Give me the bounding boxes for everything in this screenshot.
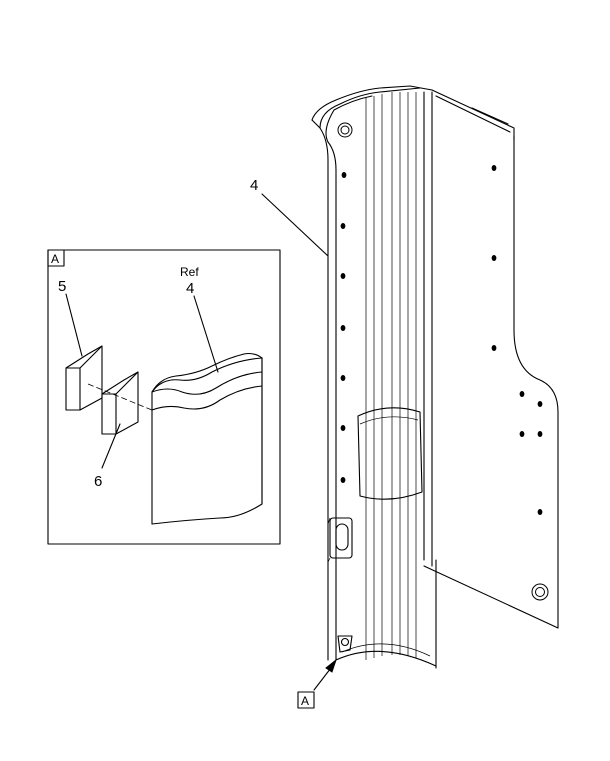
assembly-centerline [87,383,153,411]
detail-view-a: A 5 6 Ref 4 [47,249,281,545]
detail-box-label: A [51,252,59,266]
callout-5: 5 [58,278,66,295]
callout-ref: Ref [180,265,199,279]
door-post-panel [311,85,559,669]
callout-4-leader [261,193,329,257]
callout-4-main: 4 [250,177,258,194]
callout-6: 6 [94,473,102,490]
view-arrow-a: A [297,658,338,709]
mounting-holes-right [491,165,549,601]
view-label-a: A [301,694,309,708]
mounting-holes-left [337,122,353,483]
callout-4-detail: 4 [186,280,194,297]
